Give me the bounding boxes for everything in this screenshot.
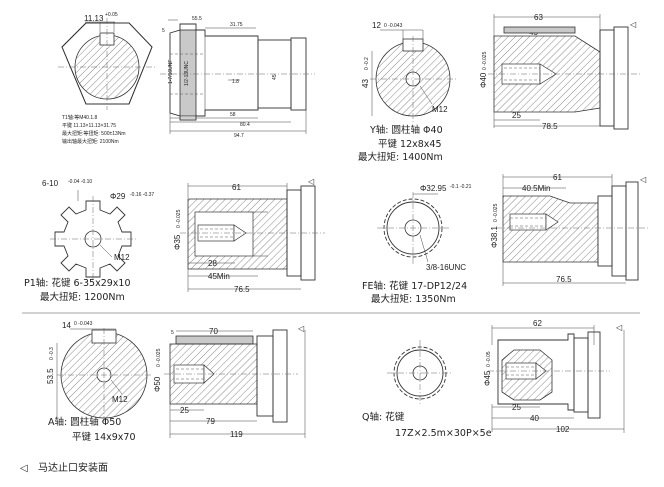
a-dim-d50-label: Φ50 <box>153 376 162 392</box>
y-dim63-label: 63 <box>534 13 543 22</box>
y-caption-2: 平键 12x8x45 <box>378 138 442 150</box>
fe-caption-2: 最大扭矩: 1350Nm <box>371 293 456 305</box>
a-m12-label: M12 <box>112 395 128 404</box>
y-mount-marker: ◁ <box>630 20 637 29</box>
y-dim43-label: 43 <box>361 79 370 88</box>
fe-dim405-label: 40.5Min <box>522 184 550 193</box>
dim-5-label: 5 <box>162 28 165 34</box>
a-dim119-label: 119 <box>230 430 243 439</box>
a-dim-d50-tol: 0 -0.025 <box>156 348 162 367</box>
q-shaft-section: 62 Φ45 0 -0.05 25 40 102 ◁ Q轴: 花键 17Z×2.… <box>362 319 625 439</box>
y-dim43-tol: 0 -0.2 <box>364 57 370 70</box>
dim-width-tol: +0.05 <box>105 12 118 18</box>
dim-58-label: 58 <box>230 112 236 118</box>
p1-mount-marker: ◁ <box>308 177 315 186</box>
fe-caption-1: FE轴: 花键 17-DP12/24 <box>362 280 467 292</box>
q-dim102-label: 102 <box>556 425 570 434</box>
a-dim25-label: 25 <box>180 406 189 415</box>
q-dim40-label: 40 <box>530 414 539 423</box>
p1-dim61-label: 61 <box>232 183 241 192</box>
note-line-4: 输出轴最大扭矩: 2100Nm <box>62 138 119 145</box>
dim-18-label: 1.8 <box>232 79 239 85</box>
y-dim-d40-tol: 0 -0.025 <box>482 51 488 70</box>
a-dim535-label: 53.5 <box>46 368 55 384</box>
fe-dim61-label: 61 <box>553 173 562 182</box>
spline-side-view <box>169 23 259 121</box>
dim-thread-vert-label: 1/2-13UNC <box>184 61 190 86</box>
dim-width-label: 11.13 <box>84 14 104 23</box>
a-shaft-section: 14 0 -0.043 53.5 0 -0.3 M12 5 70 Φ50 0 -… <box>46 321 306 443</box>
y-dim25-label: 25 <box>512 111 521 120</box>
p1-caption-1: P1轴: 花键 6-35x29x10 <box>24 277 131 289</box>
p1-dim-d35-label: Φ35 <box>173 234 182 250</box>
p1-dim29-tol: -0.16 -0.37 <box>130 192 154 198</box>
a-caption-1: A轴: 圆柱轴 Φ50 <box>48 416 121 428</box>
fe-shaft-section: Φ32.95 -0.1 -0.21 3/8-16UNC 61 40.5Min Φ… <box>362 173 650 305</box>
fe-dim3295-label: Φ32.95 <box>420 184 447 193</box>
q-caption-1: Q轴: 花键 <box>362 411 405 423</box>
p1-caption-2: 最大扭矩: 1200Nm <box>40 291 125 303</box>
dim-thread-label: 1-7/16UNF <box>168 60 174 84</box>
note-line-2: 平键 11.13×11.13×31.75 <box>62 122 116 129</box>
y-caption-3: 最大扭矩: 1400Nm <box>358 151 443 163</box>
q-dim-d45-tol: 0 -0.05 <box>486 351 492 367</box>
p1-shaft-section: 6-10 -0.04 -0.10 Φ29 -0.16 -0.37 M12 61 … <box>24 177 325 303</box>
a-key-tol-label: 0 -0.043 <box>74 321 93 327</box>
dim-55-label: 55.5 <box>192 16 202 22</box>
y-dim-d40-label: Φ40 <box>479 72 488 88</box>
dim-947-label: 94.7 <box>234 133 244 139</box>
a-dim70-label: 70 <box>209 327 218 336</box>
fe-dim-d381-label: Φ38.1 <box>490 225 499 248</box>
fe-thread-label: 3/8-16UNC <box>426 263 466 272</box>
p1-spline-end-view <box>54 200 132 278</box>
note-line-1: T1轴:等M40.1.8 <box>62 114 98 121</box>
p1-dim28-label: 28 <box>208 259 217 268</box>
y-caption-1: Y轴: 圆柱轴 Φ40 <box>369 124 443 136</box>
q-dim62-label: 62 <box>533 319 542 328</box>
note-line-3: 最大扭矩:等扭矩: 500±13Nm <box>62 130 126 137</box>
fe-dim765-label: 76.5 <box>556 275 572 284</box>
a-key-w-label: 14 <box>62 321 71 330</box>
a-mount-marker: ◁ <box>298 324 305 333</box>
p1-dim45min-label: 45Min <box>208 272 230 281</box>
spline-shaft-section: 11.13 +0.05 5 55.5 31.75 1-7/16UNF 1/2-1… <box>58 12 315 145</box>
a-dim535-tol: 0 -0.3 <box>49 347 55 360</box>
p1-dim29-label: Φ29 <box>110 192 126 201</box>
fe-dim3295-tol: -0.1 -0.21 <box>450 184 472 190</box>
q-mount-marker: ◁ <box>616 323 623 332</box>
y-shaft-section: 12 0 -0.043 43 0 -0.2 M12 63 45 Φ40 0 -0… <box>358 13 640 163</box>
p1-dim765-label: 76.5 <box>234 285 250 294</box>
q-dim25-label: 25 <box>512 403 521 412</box>
a-key-top <box>175 335 254 345</box>
p1-m12-label: M12 <box>114 253 130 262</box>
a-caption-2: 平键 14x9x70 <box>72 431 136 443</box>
y-dim785-label: 78.5 <box>542 122 558 131</box>
a-dim5-label: 5 <box>171 330 174 336</box>
y-key-top <box>503 26 576 34</box>
footer-caption: 马达止口安装面 <box>38 461 108 474</box>
dim-3175-label: 31.75 <box>230 22 243 28</box>
p1-dim6-tol: -0.04 -0.10 <box>68 179 92 185</box>
p1-dim-d35-tol: 0 -0.025 <box>176 209 182 228</box>
footer-marker: ◁ <box>20 463 28 474</box>
a-dim79-label: 79 <box>206 417 215 426</box>
q-dim-d45-label: Φ45 <box>483 370 492 386</box>
y-key-tol-label: 0 -0.043 <box>384 23 403 29</box>
q-caption-2: 17Z×2.5m×30P×5e <box>395 428 492 439</box>
y-m12-label: M12 <box>432 105 448 114</box>
p1-dim6-label: 6-10 <box>42 179 59 188</box>
dim-45-label: 45 <box>272 74 278 80</box>
y-key-w-label: 12 <box>372 21 381 30</box>
fe-mount-marker: ◁ <box>640 175 647 184</box>
fe-dim-d381-tol: 0 -0.025 <box>493 203 499 222</box>
dim-804-label: 80.4 <box>240 122 250 128</box>
